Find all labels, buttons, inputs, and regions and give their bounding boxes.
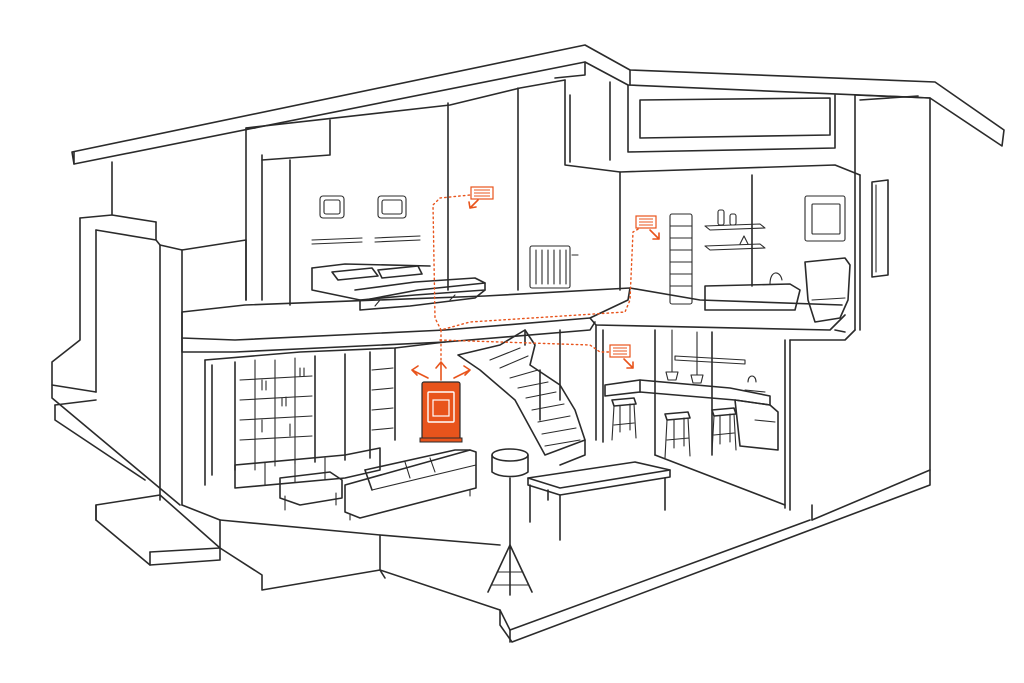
living-room: [204, 341, 477, 521]
bedroom: [245, 79, 579, 311]
ground-slab: [181, 469, 931, 643]
left-exterior-wall: [51, 214, 247, 566]
kitchen: [527, 324, 791, 541]
roof: [71, 44, 1005, 223]
heat-duct-icon: [432, 194, 641, 361]
air-vent-icon: [635, 215, 660, 240]
pellet-stove-icon: [411, 361, 471, 443]
air-vent-icon: [468, 186, 494, 209]
floor-lamp: [487, 448, 533, 596]
staircase: [457, 329, 586, 466]
air-vent-icon: [609, 344, 634, 369]
bathroom: [564, 79, 931, 331]
upper-floor-slab: [181, 287, 846, 353]
